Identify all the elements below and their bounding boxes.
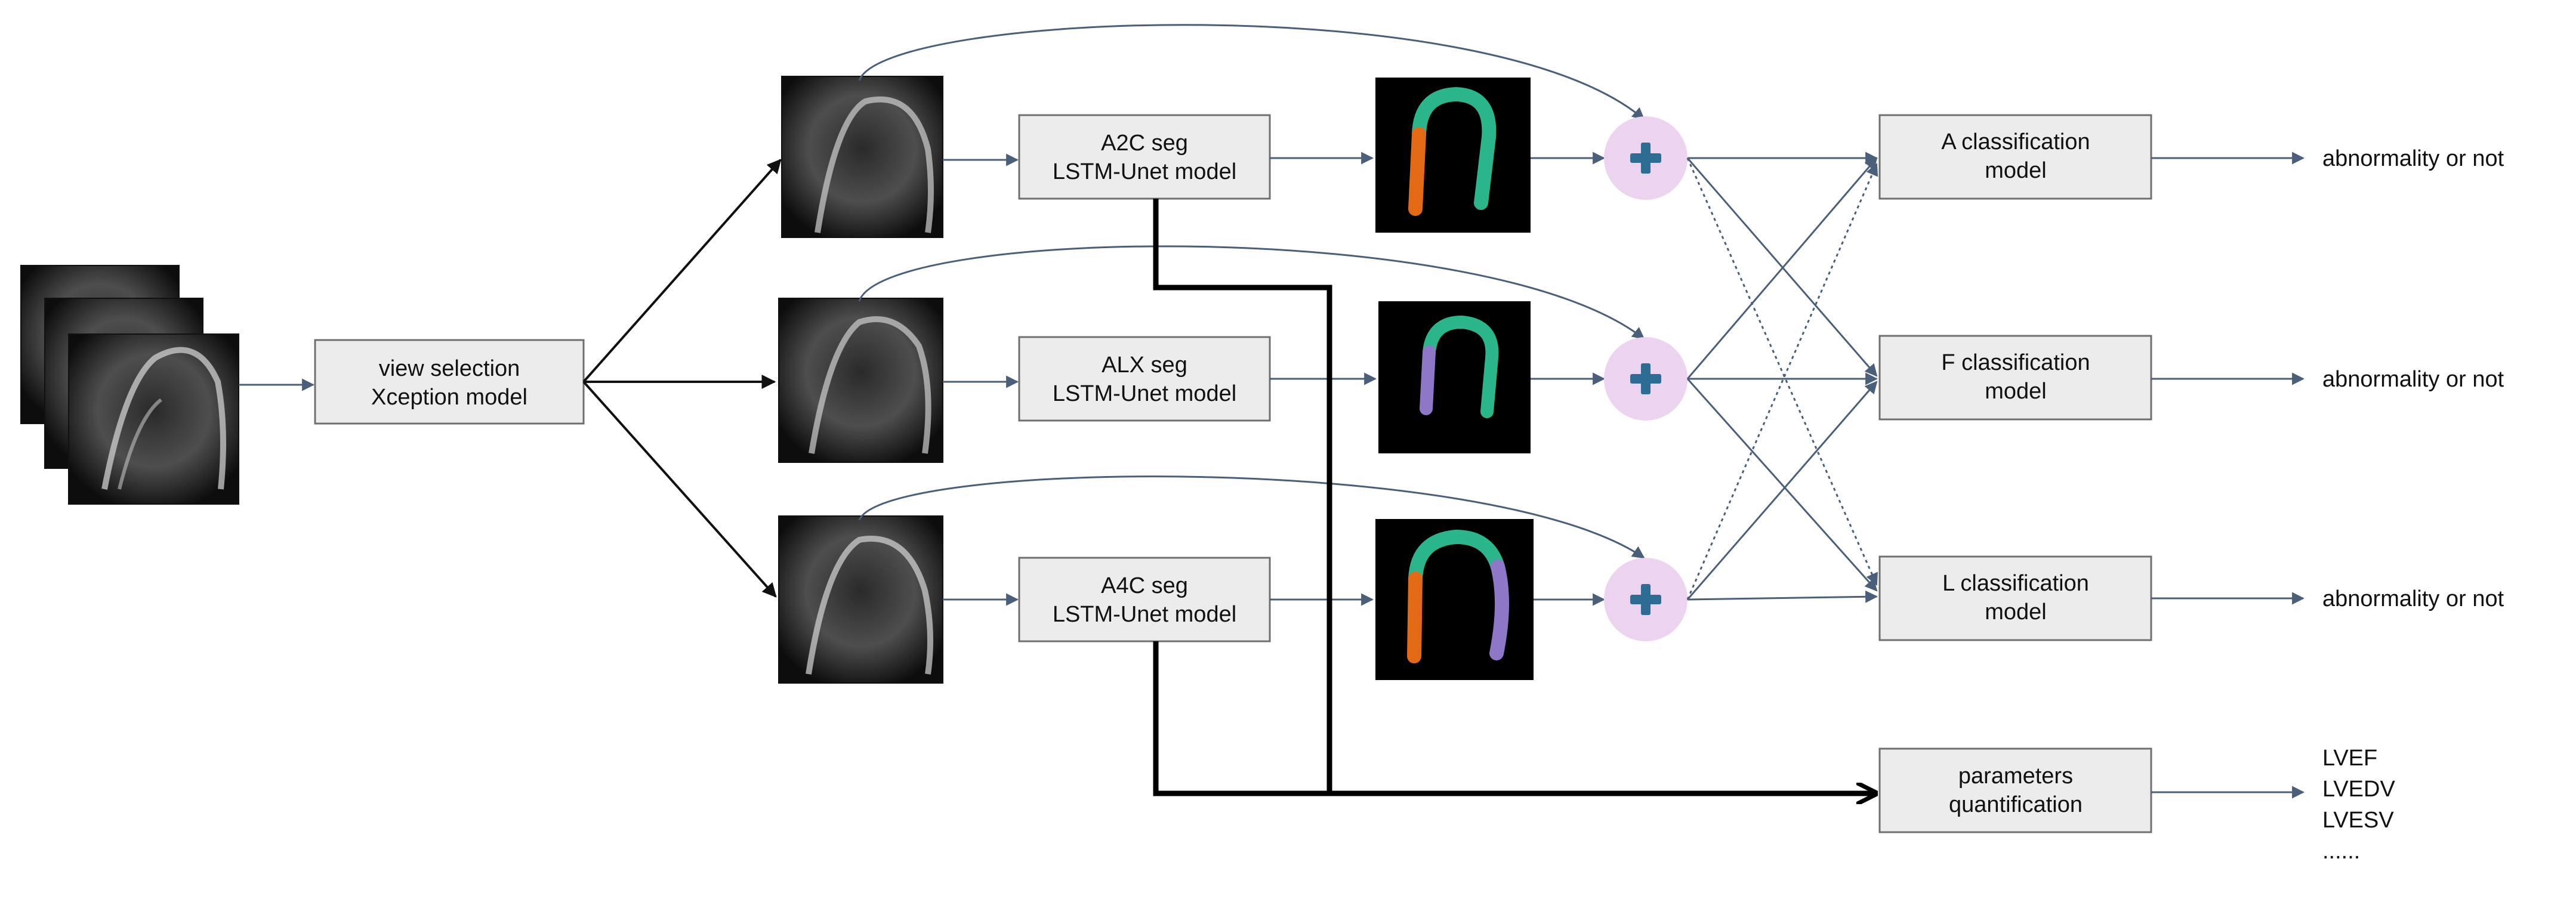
quantification-line1: parameters: [1958, 764, 2073, 789]
input-echo-stack: [20, 265, 239, 505]
echo-view-alx: [778, 298, 943, 463]
seg-a4c-line1: A4C seg: [1101, 573, 1188, 598]
seg-a2c-line1: A2C seg: [1101, 131, 1188, 156]
output-l: abnormality or not: [2322, 586, 2504, 611]
mask-a2c: [1375, 78, 1531, 233]
seg-a4c-line2: LSTM-Unet model: [1053, 602, 1236, 627]
parameter-list: LVEF LVEDV LVESV ......: [2322, 746, 2395, 864]
classifier-f-line1: F classification: [1941, 350, 2090, 375]
mask-a4c: [1375, 519, 1534, 680]
mask-to-fusion-arrows: [1531, 152, 1606, 606]
quantification-line2: quantification: [1949, 792, 2083, 817]
output-a: abnormality or not: [2322, 146, 2504, 171]
classifier-a-line2: model: [1985, 158, 2047, 183]
seg-to-mask-arrows: [1270, 152, 1377, 606]
seg-model-a2c: A2C seg LSTM-Unet model: [1018, 114, 1271, 200]
classifier-a-line1: A classification: [1941, 129, 2090, 155]
seg-model-a4c: A4C seg LSTM-Unet model: [1018, 557, 1271, 642]
view-selection-line2: Xception model: [371, 385, 527, 410]
classifier-a: A classification model: [1878, 114, 2152, 200]
output-f: abnormality or not: [2322, 367, 2504, 392]
param-lvef: LVEF: [2322, 746, 2377, 771]
param-lvedv: LVEDV: [2322, 777, 2395, 802]
seg-model-alx: ALX seg LSTM-Unet model: [1018, 336, 1271, 422]
param-ellipsis: ......: [2322, 839, 2360, 864]
param-lvesv: LVESV: [2322, 808, 2394, 833]
fusion-node-2: [1604, 337, 1687, 421]
view-selection-box: view selection Xception model: [314, 339, 585, 425]
quantification-paths: [1153, 199, 1874, 793]
classifier-l: L classification model: [1878, 555, 2152, 641]
seg-a2c-line2: LSTM-Unet model: [1053, 159, 1236, 184]
seg-alx-line1: ALX seg: [1102, 353, 1187, 378]
quantification-box: parameters quantification: [1878, 747, 2152, 833]
classifier-l-line2: model: [1985, 600, 2047, 625]
mask-alx: [1378, 301, 1531, 453]
fusion-node-1: [1604, 116, 1687, 200]
classifier-l-line1: L classification: [1942, 571, 2089, 596]
view-selection-arrows: [582, 159, 782, 598]
skip-connection-curves: [858, 24, 1645, 559]
fusion-node-3: [1604, 558, 1687, 641]
seg-alx-line2: LSTM-Unet model: [1053, 381, 1236, 406]
classifier-output-arrows: [2151, 152, 2305, 605]
classifier-f: F classification model: [1878, 335, 2152, 421]
classifier-f-line2: model: [1985, 379, 2047, 404]
echo-view-a2c: [781, 76, 943, 238]
echo-view-a4c: [778, 515, 943, 684]
view-selection-line1: view selection: [379, 356, 520, 381]
fusion-to-classifier-links: [1686, 152, 1878, 603]
image-to-seg-arrows: [943, 153, 1019, 606]
